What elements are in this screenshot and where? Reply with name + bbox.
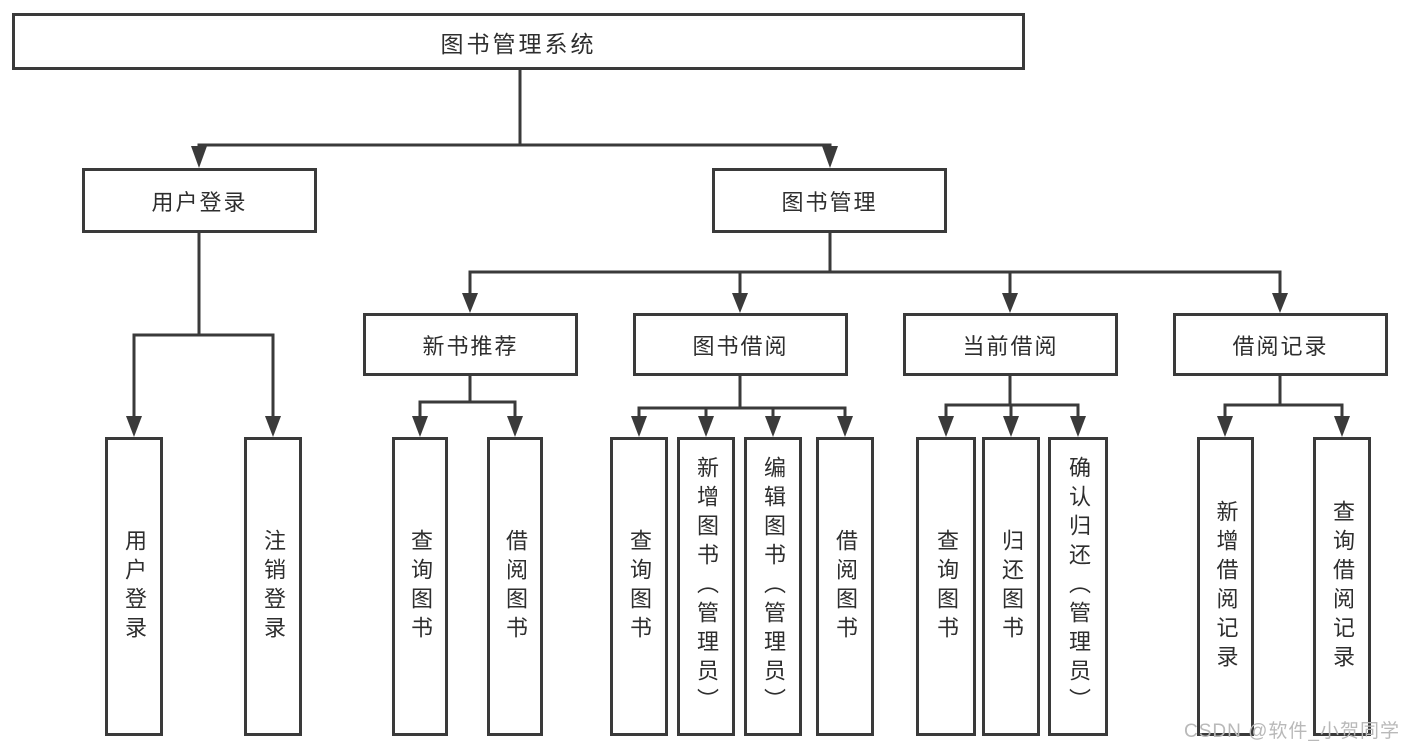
node-current-borrow-label: 当前借阅 (962, 333, 1059, 359)
node-nb-query: 查询图书 (392, 437, 448, 736)
node-new-books-label: 新书推荐 (422, 333, 519, 359)
node-nb-query-label: 查询图书 (408, 528, 433, 645)
node-bb-add: 新增图书（管理员） (677, 437, 735, 736)
node-bb-query-label: 查询图书 (627, 528, 652, 645)
node-book-mgmt-label: 图书管理 (781, 189, 878, 215)
node-cb-query: 查询图书 (916, 437, 976, 736)
node-book-mgmt: 图书管理 (712, 168, 947, 233)
node-ul-login: 用户登录 (105, 437, 163, 736)
node-book-borrow-label: 图书借阅 (692, 333, 789, 359)
node-br-query: 查询借阅记录 (1313, 437, 1371, 736)
node-current-borrow: 当前借阅 (903, 313, 1118, 376)
node-bb-borrow-label: 借阅图书 (833, 528, 858, 645)
node-borrow-records-label: 借阅记录 (1232, 333, 1329, 359)
node-bb-query: 查询图书 (610, 437, 668, 736)
node-cb-query-label: 查询图书 (934, 528, 959, 645)
node-root-label: 图书管理系统 (440, 30, 597, 57)
node-root: 图书管理系统 (12, 13, 1025, 70)
node-ul-logout: 注销登录 (244, 437, 302, 736)
node-cb-return: 归还图书 (982, 437, 1040, 736)
node-new-books: 新书推荐 (363, 313, 578, 376)
node-user-login-label: 用户登录 (151, 189, 248, 215)
node-bb-edit: 编辑图书（管理员） (744, 437, 802, 736)
node-nb-borrow: 借阅图书 (487, 437, 543, 736)
csdn-watermark: CSDN @软件_小贺同学 (1184, 721, 1400, 742)
node-br-add: 新增借阅记录 (1197, 437, 1254, 736)
node-br-query-label: 查询借阅记录 (1330, 499, 1355, 674)
node-cb-confirm: 确认归还（管理员） (1048, 437, 1108, 736)
node-br-add-label: 新增借阅记录 (1213, 499, 1239, 674)
node-borrow-records: 借阅记录 (1173, 313, 1388, 376)
node-ul-logout-label: 注销登录 (261, 528, 286, 645)
node-cb-return-label: 归还图书 (999, 528, 1024, 645)
node-bb-add-label: 新增图书（管理员） (694, 456, 719, 717)
node-cb-confirm-label: 确认归还（管理员） (1066, 456, 1091, 717)
node-nb-borrow-label: 借阅图书 (503, 528, 528, 645)
node-ul-login-label: 用户登录 (122, 528, 147, 645)
node-book-borrow: 图书借阅 (633, 313, 848, 376)
node-bb-borrow: 借阅图书 (816, 437, 874, 736)
node-user-login: 用户登录 (82, 168, 317, 233)
node-bb-edit-label: 编辑图书（管理员） (761, 456, 786, 717)
